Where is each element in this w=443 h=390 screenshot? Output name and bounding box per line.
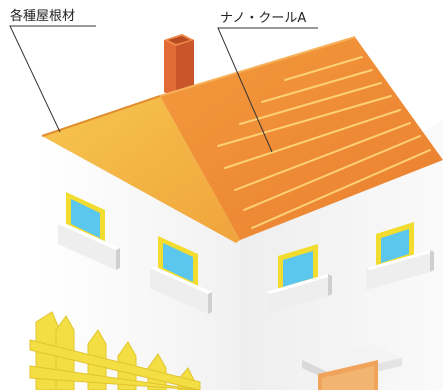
roof-left-face bbox=[42, 96, 240, 243]
label-roof-materials: 各種屋根材 bbox=[10, 8, 75, 24]
label-nano-cool: ナノ・クールA bbox=[220, 11, 306, 26]
window-right-middle bbox=[266, 244, 332, 314]
roof bbox=[41, 36, 443, 243]
leader-lines bbox=[9, 25, 318, 153]
leader-line-right bbox=[217, 27, 318, 153]
door-canopy bbox=[302, 344, 402, 390]
leader-line-left bbox=[9, 25, 96, 133]
roof-right-face bbox=[160, 37, 443, 240]
window-left-upper bbox=[58, 192, 120, 270]
chimney bbox=[164, 34, 194, 98]
window-right-far bbox=[366, 222, 434, 290]
window-left-lower bbox=[150, 236, 212, 314]
fence bbox=[29, 311, 201, 390]
roof-stripes bbox=[217, 56, 431, 229]
right-wall bbox=[240, 120, 443, 390]
